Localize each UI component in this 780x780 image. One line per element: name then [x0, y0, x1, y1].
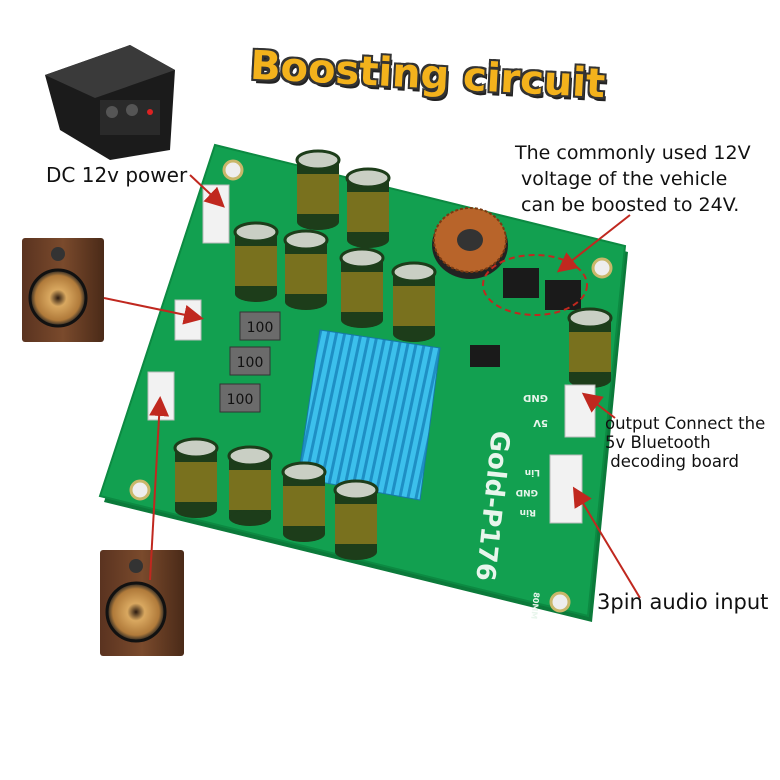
heatsink: [297, 329, 441, 501]
highlight-circle: [482, 254, 588, 316]
capacitor: [345, 167, 391, 248]
size-mark: 80MM: [529, 592, 541, 620]
speaker-left-icon: [22, 238, 104, 342]
capacitor: [339, 247, 385, 328]
capacitor: [227, 445, 273, 526]
speaker-right-icon: [100, 550, 184, 656]
speaker-right-connector: [147, 371, 175, 421]
output-line: 5v Bluetooth: [605, 433, 711, 452]
capacitor: [567, 307, 613, 388]
capacitor: [281, 461, 327, 542]
annotation-arrows: [103, 174, 641, 599]
capacitor: [233, 221, 279, 302]
pin-label: Rin: [520, 507, 536, 517]
output-description: output Connect the 5v Bluetooth decoding…: [605, 414, 780, 471]
speaker-left-connector: [174, 299, 202, 341]
output-connector: [564, 384, 596, 438]
boost-line: can be boosted to 24V.: [521, 194, 740, 216]
boost-line: The commonly used 12V: [515, 142, 751, 164]
ic-chip: [470, 345, 500, 367]
inductor-label: 100: [247, 320, 274, 336]
boost-line: voltage of the vehicle: [521, 168, 728, 190]
dc-power-label: DC 12v power: [46, 163, 188, 187]
mosfet: [503, 268, 539, 298]
smd-inductors: 100 100 100: [219, 311, 281, 413]
toroid-inductor: [432, 207, 508, 279]
pin-label: 5V: [533, 417, 548, 428]
capacitor: [283, 229, 329, 310]
dc-power-adapter-icon: [45, 45, 175, 160]
mount-hole: [591, 257, 613, 279]
capacitor: [333, 479, 379, 560]
output-line: output Connect the: [605, 414, 766, 433]
pin-label: Lin: [525, 467, 540, 477]
mount-hole: [129, 479, 151, 501]
boost-description: The commonly used 12V voltage of the veh…: [515, 140, 775, 218]
capacitor: [391, 261, 437, 342]
mount-hole: [549, 591, 571, 613]
output-line: decoding board: [605, 452, 739, 471]
capacitor: [173, 437, 219, 518]
inductor-label: 100: [237, 355, 264, 371]
power-connector: [202, 184, 230, 244]
capacitors: [173, 149, 613, 560]
audio-input-connector: [549, 454, 583, 524]
mosfet: [545, 280, 581, 310]
audio-input-label: 3pin audio input: [597, 590, 769, 614]
inductor-label: 100: [227, 392, 254, 408]
mount-hole: [222, 159, 244, 181]
capacitor: [295, 149, 341, 230]
pin-label: GND: [523, 392, 548, 403]
pin-label: GND: [516, 487, 538, 497]
